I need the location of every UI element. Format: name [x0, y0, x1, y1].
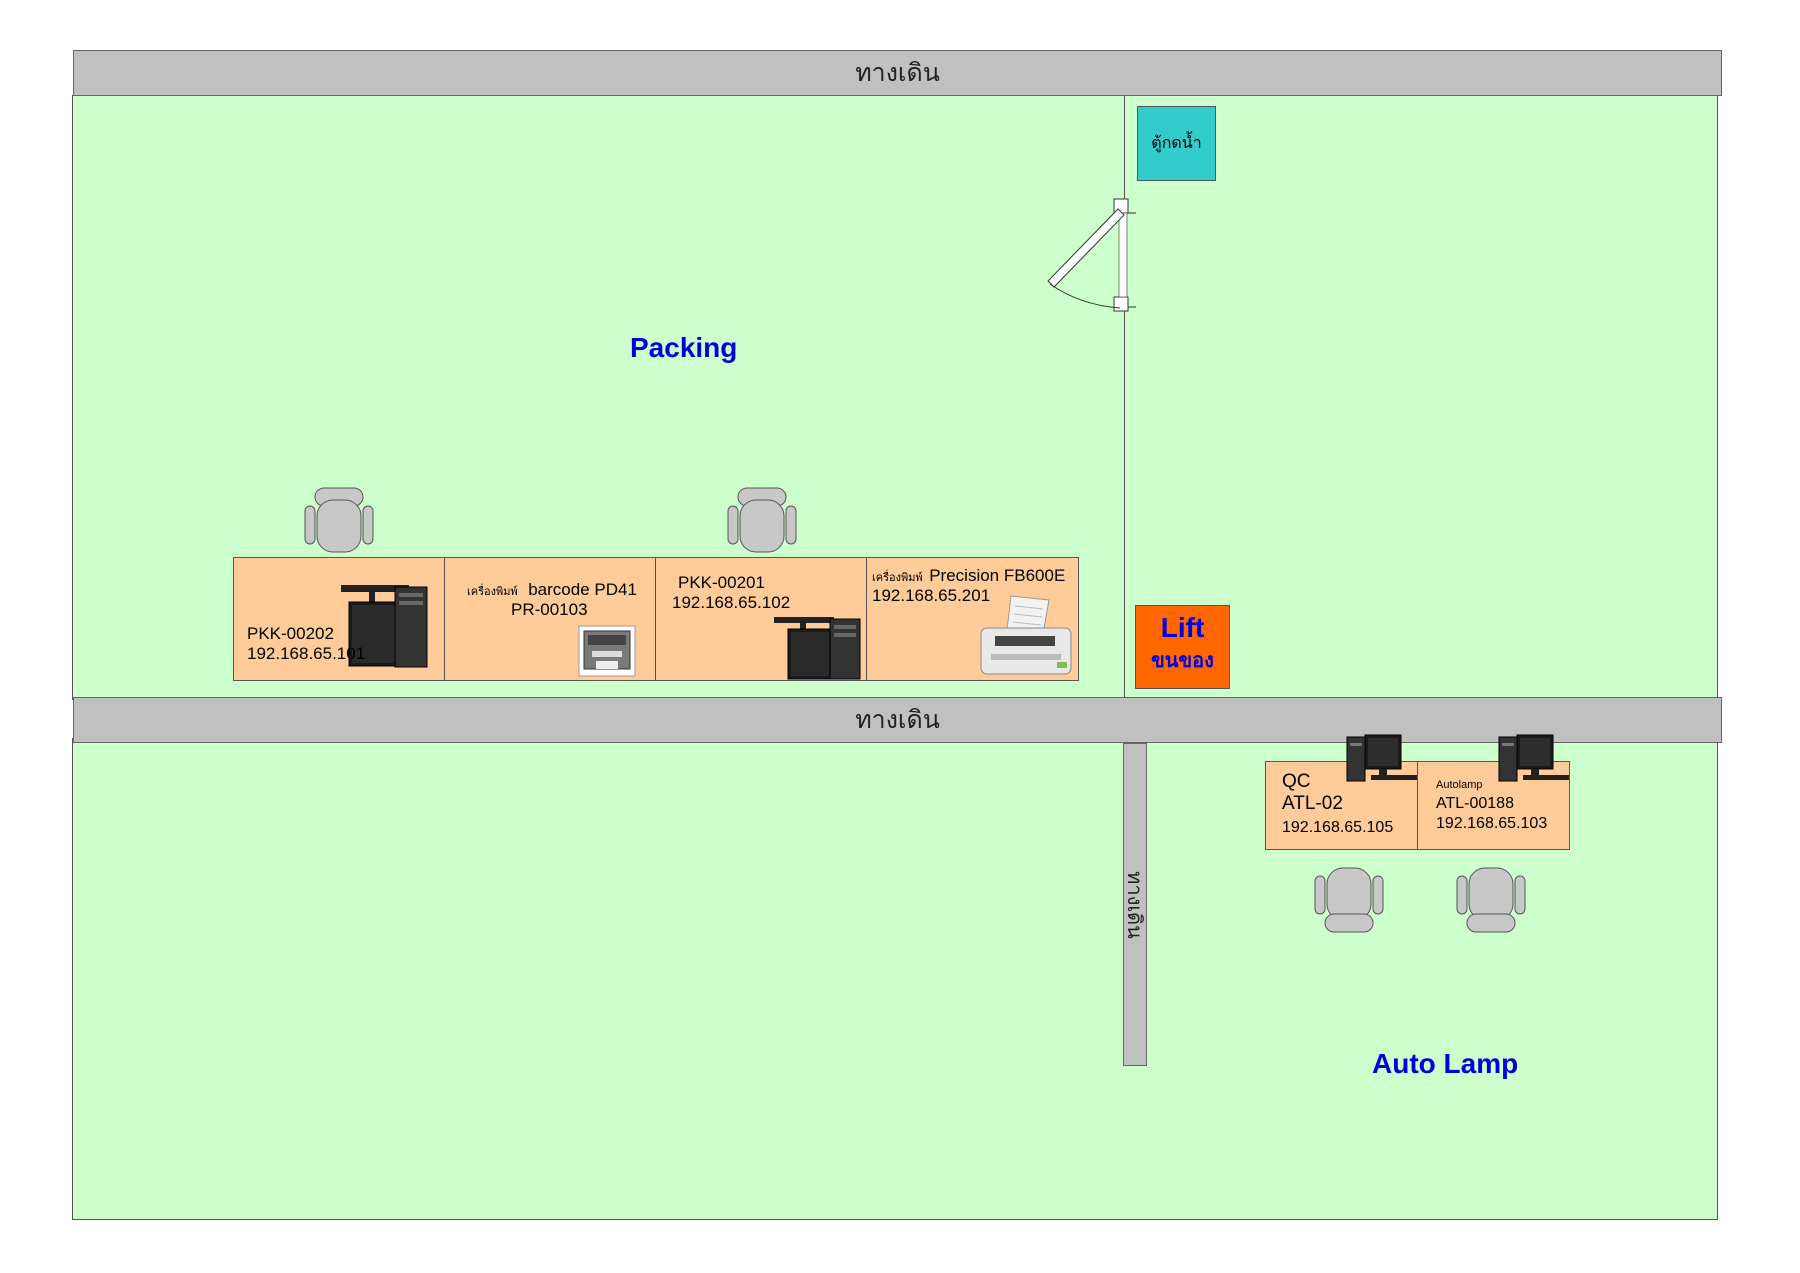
auto-lamp-zone-label: Auto Lamp [1372, 1048, 1519, 1079]
right-upper-zone [1124, 95, 1718, 700]
lift-subtitle: ขนของ [1151, 650, 1214, 672]
dot-matrix-printer-icon [980, 595, 1072, 675]
walkway-middle: ทางเดิน [73, 697, 1722, 743]
walkway-middle-label: ทางเดิน [855, 706, 940, 734]
walkway-vertical: ทางเดิน [1123, 743, 1147, 1066]
desktop-computer-icon [1346, 734, 1417, 782]
desk-ip: 192.168.65.103 [1436, 815, 1548, 832]
desktop-computer-icon [341, 585, 428, 668]
packing-zone-label: Packing [630, 332, 738, 363]
desk-barcode-printer: เครื่องพิมพ์ barcode PD41 PR-00103 [444, 557, 657, 681]
door-icon [1047, 198, 1136, 312]
desk-ip: 192.168.65.101 [247, 644, 366, 663]
desk-pkk-00201: PKK-00201 192.168.65.102 [655, 557, 868, 681]
chair-icon [1456, 867, 1526, 933]
lift: Lift ขนของ [1135, 605, 1230, 689]
chair-icon [304, 487, 374, 553]
desk-line2: ATL-02 [1282, 793, 1343, 814]
printer-asset: PR-00103 [511, 600, 588, 619]
printer-name: barcode PD41 [528, 580, 637, 599]
printer-prefix: เครื่องพิมพ์ [872, 572, 923, 584]
printer-ip: 192.168.65.201 [872, 586, 991, 605]
printer-title: เครื่องพิมพ์ Precision FB600E [872, 566, 1065, 586]
water-cabinet-label: ตู้กดน้ำ [1151, 135, 1202, 152]
lift-title: Lift [1160, 612, 1205, 643]
desktop-computer-icon [1498, 734, 1569, 782]
walkway-vertical-label: ทางเดิน [1123, 870, 1145, 939]
desk-dot-matrix-printer: เครื่องพิมพ์ Precision FB600E 192.168.65… [866, 557, 1079, 681]
desk-ip: 192.168.65.105 [1282, 819, 1394, 836]
walkway-top: ทางเดิน [73, 50, 1722, 96]
desk-line1: QC [1282, 771, 1311, 792]
desk-pkk-00202: PKK-00202 192.168.65.101 [233, 557, 446, 681]
printer-name: Precision FB600E [929, 566, 1066, 585]
chair-icon [727, 487, 797, 553]
desk-line2: ATL-00188 [1436, 795, 1514, 812]
desk-line1: Autolamp [1436, 779, 1483, 791]
barcode-printer-icon [578, 625, 636, 677]
desk-host: PKK-00201 [678, 573, 765, 592]
printer-prefix: เครื่องพิมพ์ [467, 586, 518, 598]
walkway-top-label: ทางเดิน [855, 59, 940, 87]
chair-icon [1314, 867, 1384, 933]
desk-ip: 192.168.65.102 [672, 593, 791, 612]
water-cabinet: ตู้กดน้ำ [1137, 106, 1216, 181]
desktop-computer-icon [774, 617, 861, 680]
desk-host: PKK-00202 [247, 624, 334, 643]
printer-title: เครื่องพิมพ์ barcode PD41 [467, 580, 637, 600]
